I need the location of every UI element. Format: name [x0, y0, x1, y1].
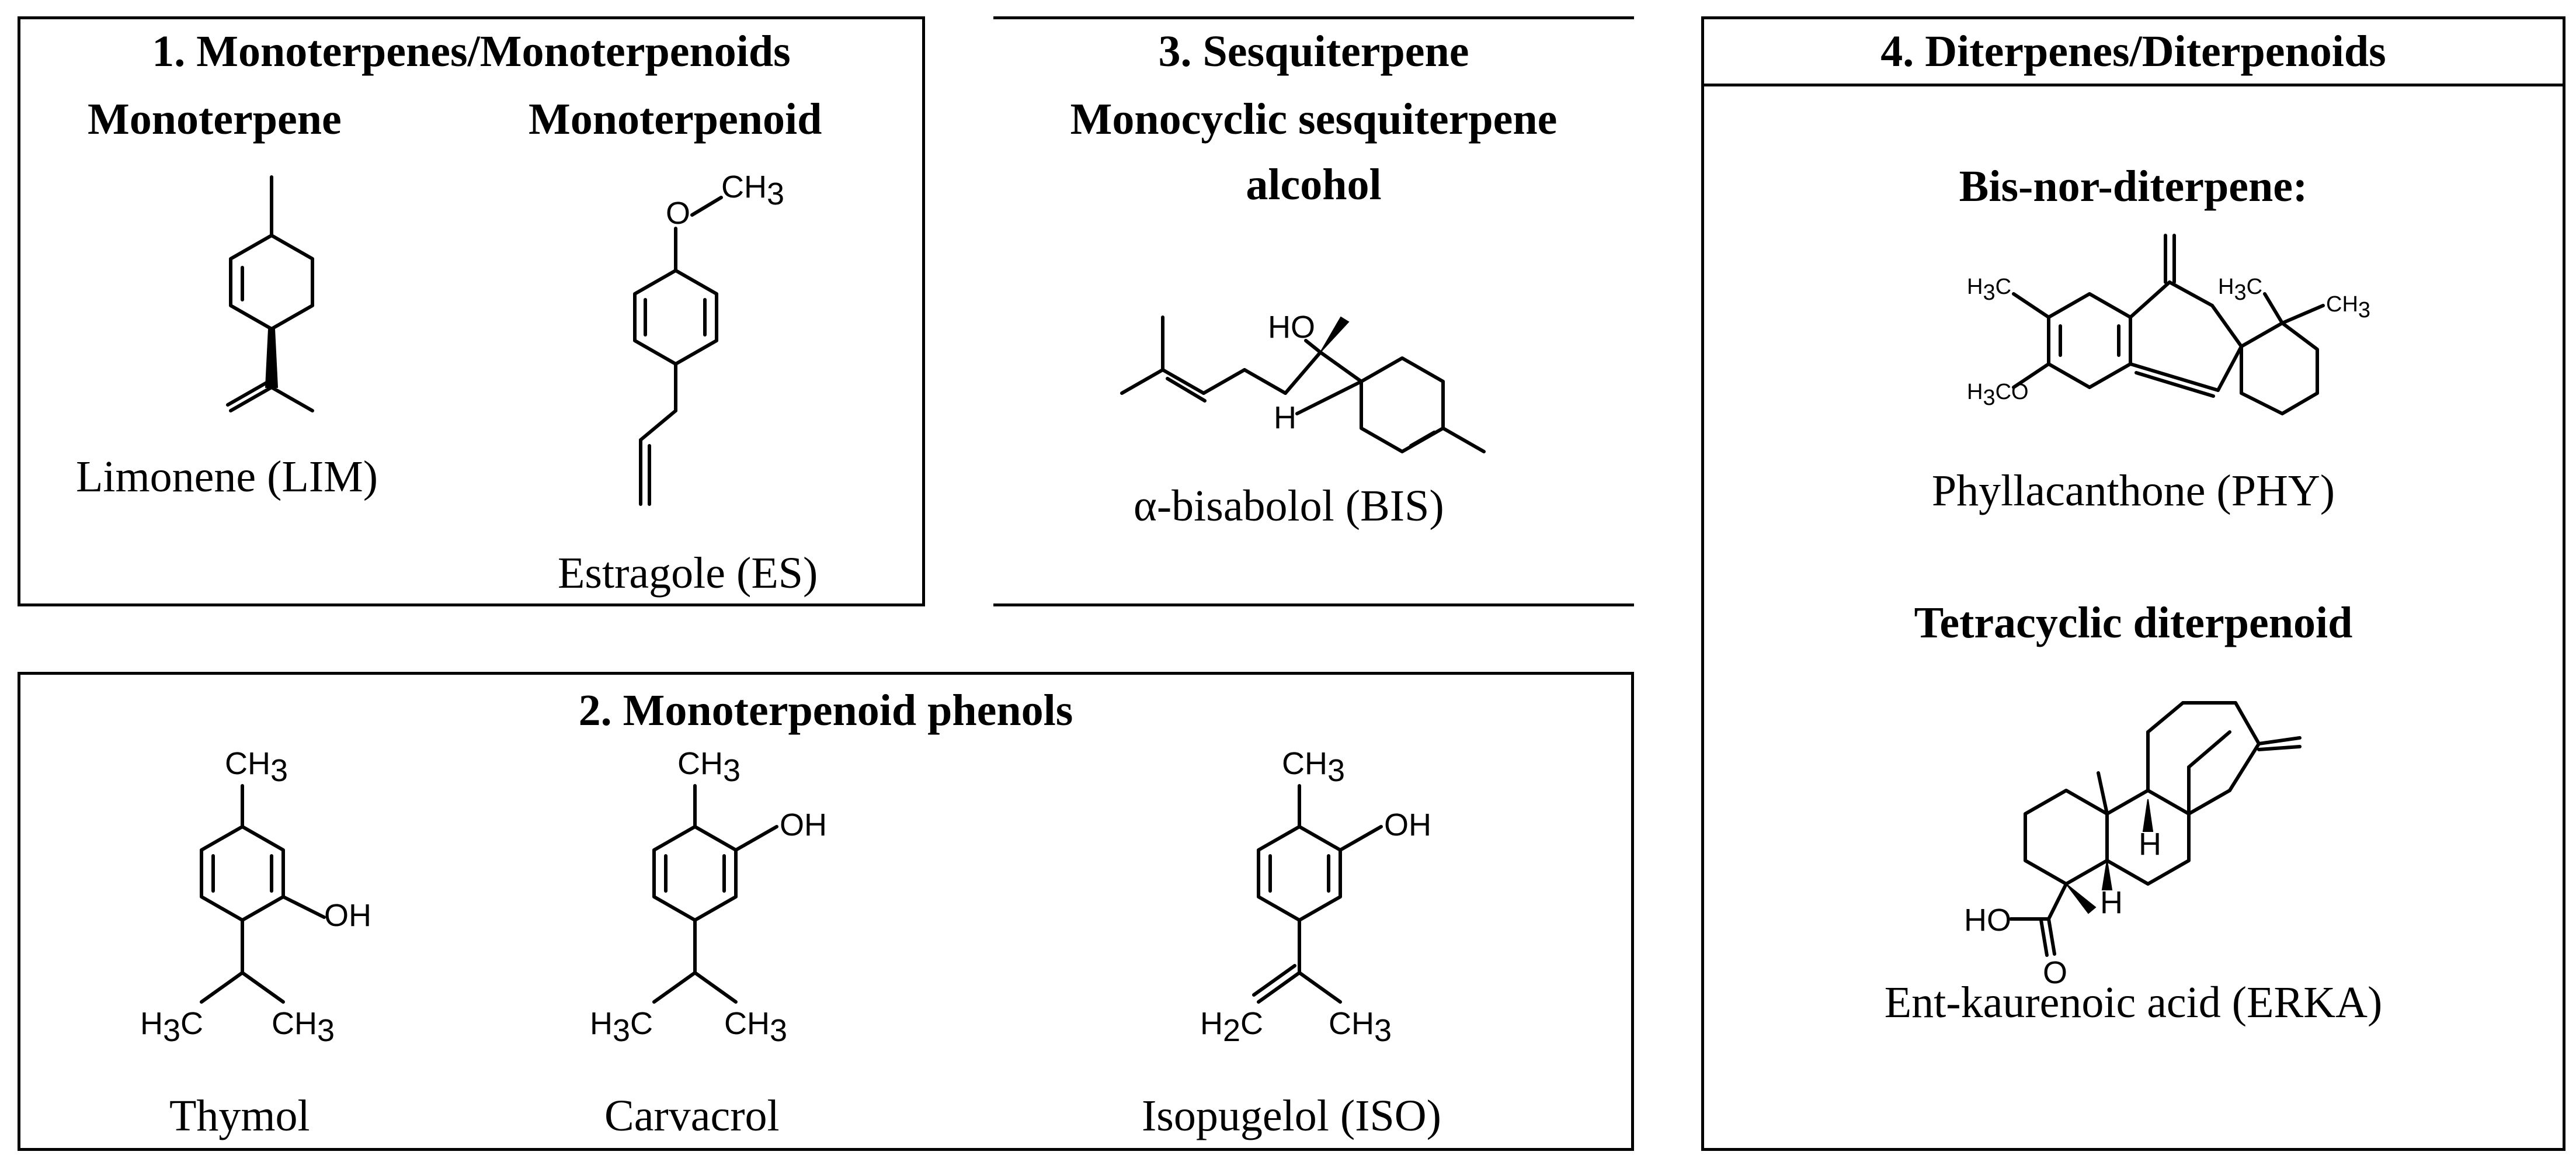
- estragole-label: Estragole (ES): [558, 549, 818, 598]
- kaurenoic-hydroxyl: HO: [1964, 903, 2011, 938]
- carvacrol-methyl-right: CH3: [724, 1006, 787, 1048]
- estragole-structure: O CH3: [633, 169, 784, 506]
- panel-diterpenes: 4. Diterpenes/Diterpenoids Bis-nor-diter…: [1701, 16, 2565, 1151]
- thymol-methyl-right: CH3: [272, 1006, 335, 1048]
- kaurenoic-acid-label: Ent-kaurenoic acid (ERKA): [1884, 978, 2383, 1027]
- phyllacanthone-methyl-b: CH3: [2326, 292, 2370, 322]
- isopugelol-structure: CH3 OH H2C CH3: [1200, 746, 1431, 1048]
- limonene-label: Limonene (LIM): [76, 452, 378, 501]
- estragole-oxygen: O: [666, 196, 690, 231]
- bisabolol-hydrogen: H: [1274, 400, 1296, 435]
- panel-monoterpenes: 1. Monoterpenes/Monoterpenoids Monoterpe…: [18, 16, 925, 606]
- thymol-structure: CH3 OH H3C CH3: [140, 746, 371, 1048]
- subheading-line2: alcohol: [1246, 160, 1382, 209]
- panel-monoterpenoid-phenols: 2. Monoterpenoid phenols CH3 OH H3C CH3 …: [18, 672, 1634, 1151]
- carvacrol-methyl: CH3: [677, 746, 741, 788]
- thymol-label: Thymol: [169, 1091, 310, 1140]
- isopugelol-hydroxyl: OH: [1384, 807, 1431, 842]
- carvacrol-methyl-left: H3C: [590, 1006, 653, 1048]
- phyllacanthone-methoxy: H3CO: [1967, 380, 2029, 410]
- subheading-line1: Monocyclic sesquiterpene: [1070, 95, 1558, 144]
- isopugelol-methyl-right: CH3: [1329, 1006, 1392, 1048]
- title-divider: [1704, 84, 2563, 86]
- phyllacanthone-structure: H3C CH3 H3C H3CO: [1967, 234, 2370, 415]
- carvacrol-label: Carvacrol: [604, 1091, 780, 1140]
- phyllacanthone-label: Phyllacanthone (PHY): [1931, 466, 2335, 515]
- thymol-methyl: CH3: [225, 746, 288, 788]
- phyllacanthone-methyl-a: H3C: [2218, 275, 2262, 305]
- panel-title: 3. Sesquiterpene: [1158, 27, 1469, 76]
- kaurenoic-hydrogen-upper: H: [2139, 827, 2161, 862]
- bisabolol-hydroxyl: HO: [1268, 310, 1315, 345]
- subheading-tetracyclic: Tetracyclic diterpenoid: [1914, 598, 2353, 647]
- limonene-structure: [226, 175, 314, 412]
- isopugelol-methylene: H2C: [1200, 1006, 1263, 1048]
- carvacrol-structure: CH3 OH H3C CH3: [590, 746, 827, 1048]
- phyllacanthone-aryl-methyl: H3C: [1967, 275, 2011, 305]
- isopugelol-label: Isopugelol (ISO): [1142, 1091, 1441, 1140]
- bisabolol-label: α-bisabolol (BIS): [1134, 481, 1444, 530]
- carvacrol-hydroxyl: OH: [780, 807, 827, 842]
- kaurenoic-hydrogen-lower: H: [2100, 885, 2123, 920]
- panel-sesquiterpene: 3. Sesquiterpene Monocyclic sesquiterpen…: [993, 16, 1634, 606]
- subheading-monoterpenoid: Monoterpenoid: [529, 95, 822, 144]
- bisabolol-structure: HO H: [1120, 310, 1486, 453]
- kaurenoic-acid-structure: H H HO O: [1964, 701, 2302, 990]
- thymol-methyl-left: H3C: [140, 1006, 203, 1048]
- estragole-methyl: CH3: [721, 169, 784, 211]
- panel-title: 1. Monoterpenes/Monoterpenoids: [152, 27, 791, 76]
- kaurenoic-carbonyl-oxygen: O: [2043, 955, 2067, 990]
- panel-title: 4. Diterpenes/Diterpenoids: [1880, 27, 2386, 76]
- subheading-bisnor: Bis-nor-diterpene:: [1959, 162, 2308, 211]
- isopugelol-methyl: CH3: [1282, 746, 1345, 788]
- thymol-hydroxyl: OH: [324, 898, 371, 933]
- subheading-monoterpene: Monoterpene: [88, 95, 342, 144]
- panel-title: 2. Monoterpenoid phenols: [578, 686, 1073, 735]
